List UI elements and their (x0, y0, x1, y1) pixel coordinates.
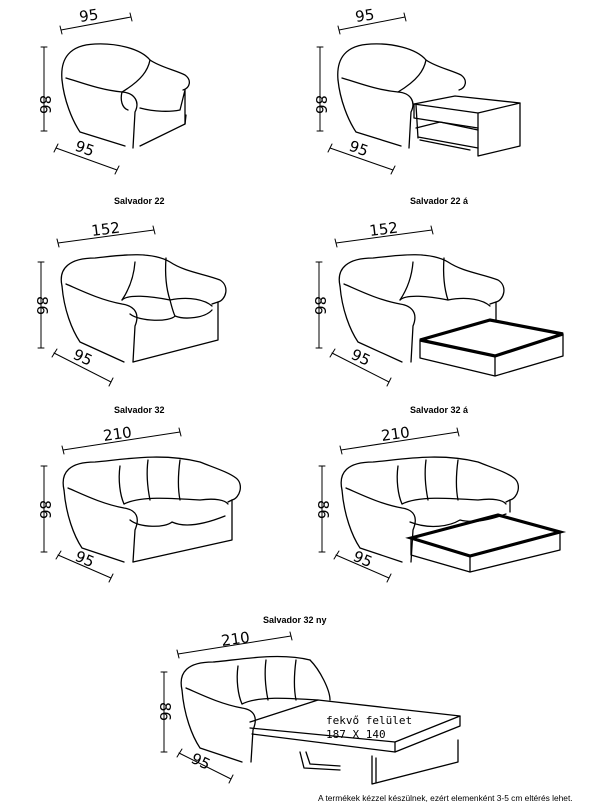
height-label: 86 (156, 702, 174, 721)
width-label: 210 (102, 423, 133, 445)
sofa-3-seat-pullout-drawing: 210 86 95 (314, 423, 567, 583)
width-label: 95 (78, 5, 99, 25)
height-label: 86 (312, 95, 330, 114)
depth-label: 95 (347, 137, 371, 160)
bed-surface-size: 187 X 140 (326, 728, 386, 741)
width-label: 152 (368, 219, 399, 240)
width-label: 95 (354, 5, 375, 25)
sofa-bed-drawing: fekvő felület 187 X 140 210 86 95 (156, 628, 461, 785)
caption-salvador-22: Salvador 22 (114, 196, 165, 206)
footnote: A termékek kézzel készülnek, ezért eleme… (318, 793, 573, 803)
depth-label: 95 (188, 749, 213, 773)
height-label: 86 (36, 500, 54, 519)
height-label: 86 (314, 500, 332, 519)
sofa-3-seat-drawing: 210 86 95 (36, 423, 242, 583)
sofa-2-seat-pullout-drawing: 152 86 95 (311, 219, 564, 387)
armchair-drawing-1: 95 86 95 (36, 5, 190, 175)
caption-salvador-22-a: Salvador 22 á (410, 196, 469, 206)
sofa-2-seat-drawing: 152 86 95 (33, 219, 227, 387)
caption-salvador-32: Salvador 32 (114, 405, 165, 415)
height-label: 86 (311, 296, 329, 315)
depth-label: 95 (70, 345, 95, 369)
depth-label: 95 (350, 547, 375, 571)
width-label: 210 (220, 628, 251, 650)
depth-label: 95 (348, 345, 373, 369)
caption-salvador-32-ny: Salvador 32 ny (263, 615, 327, 625)
width-label: 210 (380, 423, 411, 445)
height-label: 86 (36, 95, 54, 114)
caption-salvador-32-a: Salvador 32 á (410, 405, 469, 415)
bed-surface-label: fekvő felület (326, 714, 412, 727)
depth-label: 95 (73, 137, 97, 160)
height-label: 86 (33, 296, 51, 315)
depth-label: 95 (72, 547, 97, 571)
armchair-drawing-2: 95 86 95 (312, 5, 521, 175)
width-label: 152 (90, 219, 121, 240)
